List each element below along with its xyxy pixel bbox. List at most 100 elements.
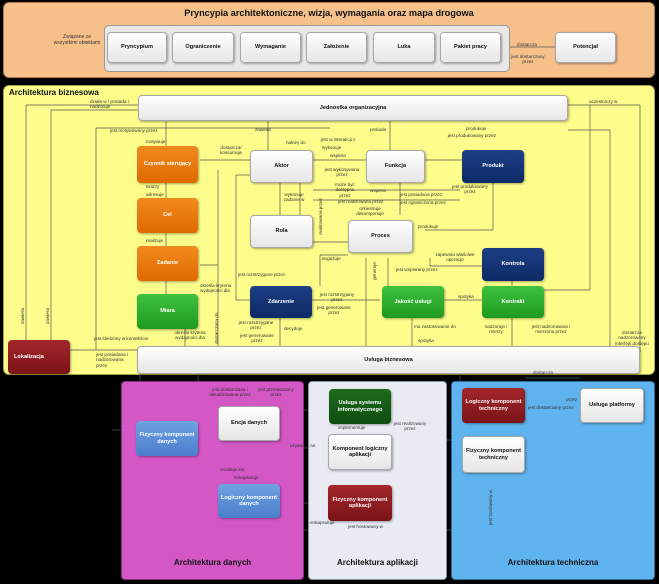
rel-rozstrzygane: jest rozstrzygane przez <box>238 272 286 277</box>
box-potencjal[interactable]: Potencjał <box>555 32 616 63</box>
rel-zawiera: zawiera <box>255 127 271 132</box>
rel-realizowana: jest realizowana przez <box>338 199 384 204</box>
rel-zapewnia: zapewnia właściwe operacje <box>435 252 475 263</box>
box-jednostka-organizacyjna[interactable]: Jednostka organizacyjna <box>138 95 568 121</box>
rel-moze-byc: może być dostępna przez <box>335 182 355 198</box>
rel-generowane2: jest generowane przez <box>240 333 274 344</box>
rel-produkuje2: produkuje <box>418 224 439 229</box>
business-panel <box>3 85 655 375</box>
box-lokalizacja[interactable]: Lokalizacja <box>8 340 70 374</box>
rel-spotyka: spotyka <box>458 294 474 299</box>
rel-zawiera2: zawiera <box>20 308 25 324</box>
box-encja-danych[interactable]: Encja danych <box>218 406 280 441</box>
box-logiczny-komponent-techniczny[interactable]: Logiczny komponent techniczny <box>462 388 525 423</box>
rel-dostarcza-top: dostarcza <box>517 42 537 47</box>
rel-motywuje: motywuje <box>146 139 166 144</box>
rel-okresla: określa kryteria wydajności dla <box>200 283 232 294</box>
box-fizyczny-komponent-techniczny[interactable]: Fizyczny komponent techniczny <box>462 436 525 473</box>
box-kontrola[interactable]: Kontrola <box>482 248 544 281</box>
box-jakosc-uslugi[interactable]: Jakość usługi <box>382 286 444 318</box>
box-wymaganie[interactable]: Wymaganie <box>240 32 301 63</box>
box-funkcja[interactable]: Funkcja <box>366 150 425 183</box>
rel-nadzorowana: jest nadzorowana i mierzona przez <box>531 324 571 335</box>
box-pakiet-pracy[interactable]: Pakiet pracy <box>440 32 501 63</box>
rel-dziala-w: działa w / posiada i nadzoruje <box>90 99 129 110</box>
rel-wykonuje: wykonuje <box>322 145 342 150</box>
tech-title: Architektura techniczna <box>507 558 599 567</box>
box-cel[interactable]: Cel <box>137 198 198 233</box>
rel-hostowany-tech: jest hostowany w <box>488 490 493 525</box>
rel-wykonuje-zadanie: wykonuje zadanie w <box>283 192 305 203</box>
data-title: Architektura danych <box>173 558 252 567</box>
box-komponent-logiczny-aplikacji[interactable]: Komponent logiczny aplikacji <box>328 434 392 470</box>
rel-realizowany: jest realizowany przez <box>393 421 427 432</box>
rel-realizowana-przez: realizowana przez <box>318 197 323 235</box>
rel-wspiera2: wspiera <box>370 188 386 193</box>
rel-dostarczana-aktualizowana: jest dostarczana i aktualizowana przez <box>209 387 251 398</box>
box-fizyczny-komponent-aplikacji[interactable]: Fizyczny komponent aplikacji <box>328 485 392 521</box>
rel-produkowany: jest produkowany przez <box>447 133 496 138</box>
rel-hostowany-app: jest hostowany w <box>348 524 383 529</box>
box-proces[interactable]: Proces <box>348 220 413 253</box>
rel-okresla2: określa kryteria wydajności dla <box>174 330 206 341</box>
box-pryncypium[interactable]: Pryncypium <box>107 32 167 63</box>
rel-zastosowanie: ma zastosowanie do <box>414 324 456 329</box>
rel-dostarczany-tech: jest dostarczany przez <box>528 405 574 410</box>
rel-enkapsuluje-app: enkapsuluje <box>310 520 335 525</box>
box-zdarzenie[interactable]: Zdarzenie <box>250 286 312 318</box>
rel-produkuje: produkuje <box>466 126 487 131</box>
box-ograniczenie[interactable]: Ograniczenie <box>172 32 234 63</box>
rel-posiadana2: jest posiadana i nadzorowana przez <box>96 352 128 368</box>
rel-motywowany: jest motywowany przez <box>110 128 158 133</box>
rel-przez-tech: przez <box>566 397 578 402</box>
rel-ograniczona: jest ograniczona przez <box>400 200 446 205</box>
rel-rozstrzygany: jest rozstrzygany przez <box>319 292 355 303</box>
rel-dostarczana: dostarczana do <box>214 312 219 344</box>
rel-zawiera3: zawiera <box>45 308 50 324</box>
rel-rozstrzygane2: jest rozstrzygane przez <box>238 320 274 331</box>
box-usluga-systemu[interactable]: Usługa systemu informatycznego <box>329 389 391 424</box>
rel-wykonywana: jest wykonywana przez <box>324 167 360 178</box>
rel-produkowany2: jest produkowany przez <box>452 184 488 195</box>
rel-dostarcza-tech: dostarcza <box>533 370 553 375</box>
rel-przetwarzany: jest przetwarzany przez <box>258 387 294 398</box>
box-aktor[interactable]: Aktor <box>250 150 313 183</box>
rel-rezaliuje: rezaliuje się <box>220 467 245 472</box>
rel-dostarcza-konsumuje: dostarcza/ konsumuje <box>219 145 243 156</box>
rel-generowane: jest generowane przez <box>317 305 351 316</box>
rel-angazuje: angażuje <box>322 256 341 261</box>
box-miara[interactable]: Miara <box>137 294 198 329</box>
rel-dostarczany-top: jest dostarczany przez <box>511 54 545 65</box>
all-objects-label: Związane ze wszystkimi obiektami <box>53 34 101 46</box>
business-title: Architektura biznesowa <box>9 88 99 97</box>
rel-dostarcza-nadzoruje: dostarcza nadzorowany interfejs dostępu <box>615 330 649 346</box>
rel-realizuje: realizuje <box>146 238 164 243</box>
rel-adresuje: adresuje <box>146 192 164 197</box>
rel-spotyka2: spotyka <box>418 338 434 343</box>
box-czynnik-sterujacy[interactable]: Czynnik sterujący <box>137 146 198 183</box>
rel-nadzoruje: nadzoruje i mierzy <box>484 324 508 335</box>
box-kontrakt[interactable]: Kontrakt <box>482 286 544 318</box>
box-zadanie[interactable]: Zadanie <box>137 246 198 281</box>
box-rola[interactable]: Rola <box>250 215 313 248</box>
box-fizyczny-komponent-danych[interactable]: Fizyczny komponent danych <box>136 421 198 456</box>
rel-wspiera: wspiera <box>330 153 346 158</box>
rel-implementuje: implementuje <box>338 425 366 430</box>
rel-uczestniczy: uczestniczy w <box>589 99 618 104</box>
rel-decyduje: decyduje <box>284 326 303 331</box>
rel-uzywa: używa <box>290 443 304 448</box>
box-usluga-biznesowa[interactable]: Usługa biznesowa <box>137 346 640 374</box>
rel-nalezy: należy do <box>286 140 306 145</box>
box-logiczny-komponent-danych[interactable]: Logiczny komponent danych <box>218 484 280 518</box>
box-usluga-platformy[interactable]: Usługa platformy <box>580 388 644 423</box>
rel-interakcji: jest w interakcji z <box>320 137 356 142</box>
box-luka[interactable]: Luka <box>373 32 435 63</box>
rel-na: na <box>310 443 316 448</box>
rel-generuje: generuje <box>372 262 377 280</box>
rel-enkapsuluje-data: enkapsuluje <box>234 475 259 480</box>
rel-orkiestruje: orkiestruje dekomponuje <box>356 206 384 217</box>
box-produkt[interactable]: Produkt <box>462 150 524 183</box>
principles-title: Pryncypia architektoniczne, wizja, wymag… <box>184 8 474 18</box>
app-title: Architektura aplikacji <box>337 558 418 567</box>
box-zalozenie[interactable]: Założenie <box>306 32 367 63</box>
